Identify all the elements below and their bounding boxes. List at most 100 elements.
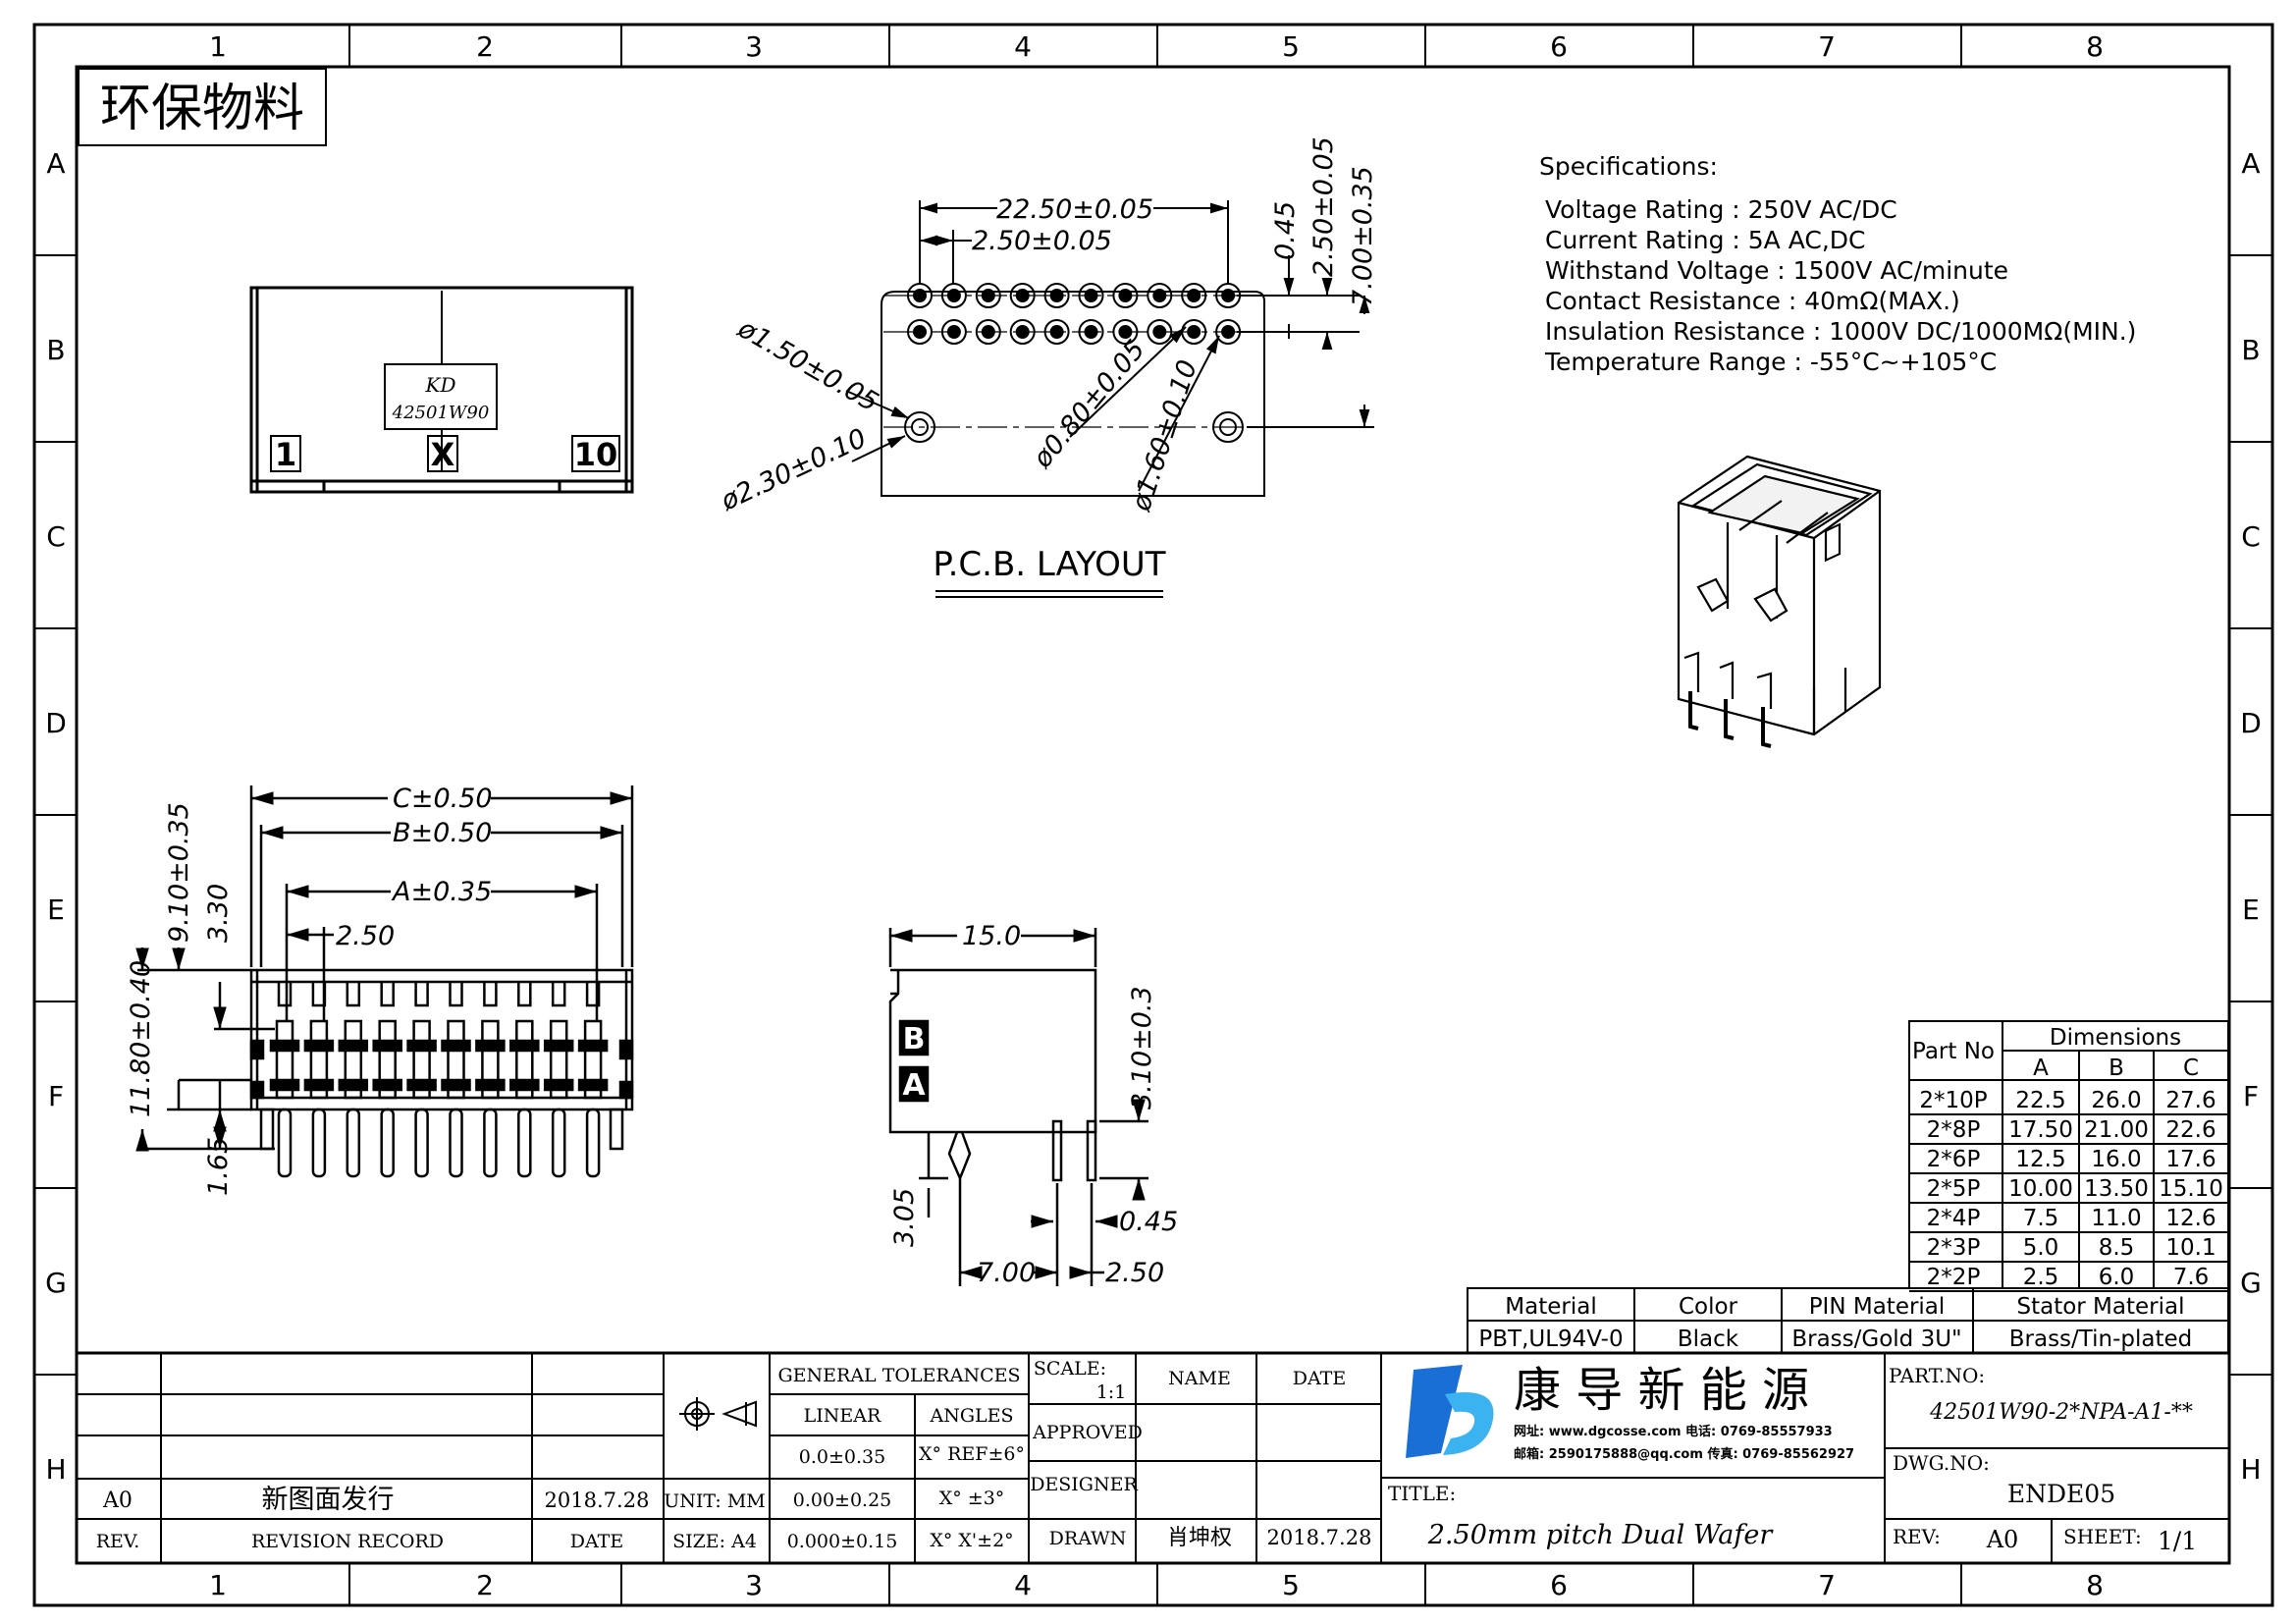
dimension-cell-b: 16.0 — [2091, 1147, 2141, 1172]
dimension-cell-c: 15.10 — [2159, 1176, 2223, 1202]
row-a-mark: A — [902, 1068, 926, 1103]
rev-value: A0 — [1986, 1526, 2019, 1553]
rev-record: 新图面发行 — [262, 1485, 395, 1515]
dimension-cell-c: 27.6 — [2165, 1088, 2216, 1113]
dim-peg-to-pin: 7.00 — [977, 1258, 1036, 1288]
dim-pin-hole: ø0.80±0.05 — [1027, 334, 1151, 474]
contact-barb-lower — [577, 1078, 609, 1092]
zone-row-a-right: A — [2241, 147, 2260, 180]
pcb-layout — [845, 200, 1374, 598]
specifications: Specifications: Voltage Rating : 250V AC… — [1539, 152, 2136, 376]
dimension-cell-a: 17.50 — [2008, 1117, 2073, 1143]
pin-middle-mark: X — [431, 436, 455, 473]
dim-total-height: 11.80±0.40 — [126, 960, 156, 1117]
zone-row-h-right: H — [2240, 1453, 2261, 1486]
zone-col-6-bottom: 6 — [1550, 1569, 1568, 1601]
front-contact — [378, 1019, 397, 1100]
dimension-cell-b: 13.50 — [2084, 1176, 2149, 1202]
zone-col-7-top: 7 — [1818, 30, 1836, 63]
zone-col-7-bottom: 7 — [1818, 1569, 1836, 1601]
housing-slot — [449, 982, 463, 1007]
dimension-cell-b: 26.0 — [2091, 1088, 2141, 1113]
dimensions-header: Dimensions — [2050, 1025, 2181, 1051]
zone-col-1-bottom: 1 — [209, 1569, 227, 1601]
spec-contact-resistance: Contact Resistance : 40mΩ(MAX.) — [1545, 287, 1960, 315]
pin-material-value: Brass/Gold 3U" — [1791, 1326, 1961, 1352]
dimension-cell-part: 2*6P — [1927, 1147, 1981, 1172]
contact-barb-upper — [475, 1039, 506, 1053]
rev-date: 2018.7.28 — [545, 1489, 650, 1512]
sheet-frame — [32, 23, 2274, 1607]
contact-barb-lower — [441, 1078, 471, 1092]
housing-slot — [414, 982, 429, 1007]
dimension-cell-part: 2*5P — [1927, 1176, 1981, 1202]
approved-label: APPROVED — [1032, 1422, 1143, 1443]
angle-tol-1: X° REF±6° — [919, 1443, 1025, 1465]
title-label: TITLE: — [1388, 1482, 1456, 1505]
dimension-cell-part: 2*8P — [1927, 1117, 1981, 1143]
material-value: PBT,UL94V-0 — [1478, 1326, 1623, 1352]
front-peg-right — [609, 1108, 624, 1151]
contact-barb-lower — [338, 1078, 369, 1092]
zone-labels: 1 2 3 4 5 6 7 8 1 2 3 4 5 6 7 8 A B C D … — [45, 30, 2262, 1601]
contact-barb-upper — [577, 1039, 609, 1053]
company-logo: 康 导 新 能 源 网址: www.dgcosse.com 电话: 0769-8… — [1406, 1363, 1854, 1462]
zone-row-a-left: A — [46, 147, 65, 180]
pin-material-header: PIN Material — [1809, 1294, 1946, 1320]
front-contact — [583, 1019, 603, 1100]
pin-last-mark: 10 — [574, 436, 618, 473]
general-tolerances: GENERAL TOLERANCES — [777, 1365, 1020, 1386]
dim-front-pitch: 2.50 — [336, 921, 395, 951]
zone-row-f-right: F — [2243, 1080, 2259, 1112]
zone-col-2-top: 2 — [476, 30, 494, 63]
zone-col-1-top: 1 — [209, 30, 227, 63]
zone-row-c-left: C — [46, 520, 66, 553]
drawn-label: DRAWN — [1049, 1528, 1127, 1549]
housing-slot — [380, 982, 395, 1007]
side-view — [888, 928, 1148, 1286]
drawing-title: 2.50mm pitch Dual Wafer — [1427, 1520, 1775, 1550]
sheet-value: 1/1 — [2158, 1527, 2197, 1555]
company-contact-1: 网址: www.dgcosse.com 电话: 0769-85557933 — [1514, 1424, 1833, 1439]
dim-peg-pad: ø2.30±0.10 — [716, 423, 871, 517]
dim-peg-hole: ø1.50±0.05 — [732, 313, 883, 418]
unit-label: UNIT: MM — [664, 1490, 766, 1512]
spec-current: Current Rating : 5A AC,DC — [1545, 226, 1866, 254]
spec-temperature: Temperature Range : -55°C~+105°C — [1544, 348, 1997, 376]
contact-barb-upper — [406, 1039, 437, 1053]
contact-barb-upper — [509, 1039, 540, 1053]
dim-depth: 15.0 — [962, 921, 1021, 951]
zone-row-g-left: G — [45, 1267, 67, 1299]
dimension-cell-part: 2*3P — [1927, 1235, 1981, 1261]
dim-body-height: 9.10±0.35 — [164, 802, 194, 943]
dimension-cell-c: 12.6 — [2165, 1206, 2216, 1231]
title-block — [77, 1351, 2228, 1563]
front-contact — [549, 1019, 568, 1100]
zone-row-b-right: B — [2241, 334, 2260, 366]
front-contact — [309, 1019, 329, 1100]
dim-row-height: 3.30 — [203, 884, 234, 943]
front-pin-tail — [517, 1108, 532, 1178]
linear-tol-3: 0.000±0.15 — [787, 1531, 898, 1552]
dim-col-b: B — [2109, 1056, 2124, 1081]
zone-row-e-right: E — [2242, 893, 2260, 926]
angle-tol-2: X° ±3° — [939, 1488, 1005, 1509]
dimension-cell-c: 7.6 — [2173, 1265, 2210, 1290]
zone-col-8-top: 8 — [2086, 30, 2104, 63]
isometric-view — [1677, 455, 1882, 748]
dwg-no-value: ENDE05 — [2007, 1480, 2115, 1508]
contact-barb-lower — [372, 1078, 402, 1092]
color-value: Black — [1678, 1326, 1739, 1352]
sheet-label: SHEET: — [2063, 1525, 2142, 1548]
contact-barb-upper — [338, 1039, 369, 1053]
dim-b: B±0.50 — [393, 818, 492, 848]
zone-row-b-left: B — [46, 334, 65, 366]
zone-col-3-top: 3 — [745, 30, 763, 63]
title-block-text: A0 新图面发行 2018.7.28 REV. REVISION RECORD … — [96, 1358, 1372, 1552]
spec-title: Specifications: — [1539, 152, 1718, 181]
front-contact — [412, 1019, 431, 1100]
front-contact — [515, 1019, 534, 1100]
dimension-cell-c: 17.6 — [2165, 1147, 2216, 1172]
